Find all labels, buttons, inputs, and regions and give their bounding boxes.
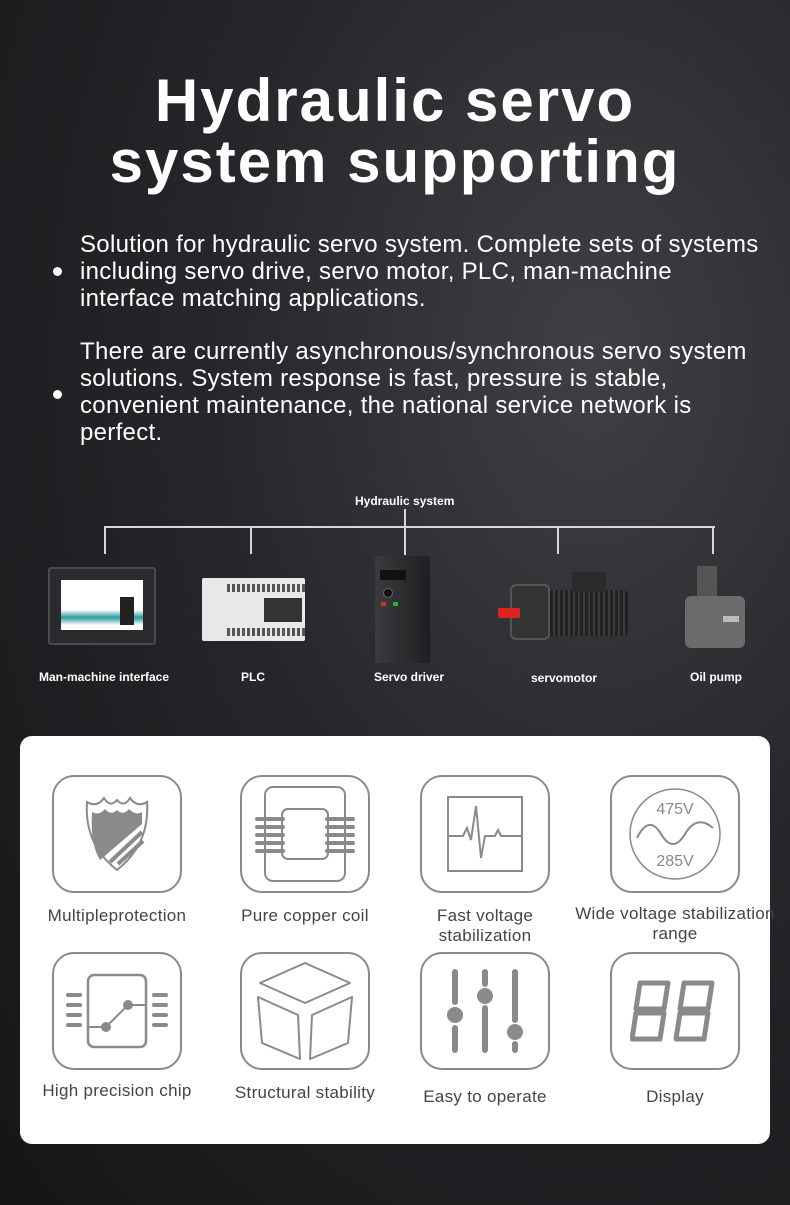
voltage-high: 475V bbox=[656, 801, 694, 818]
tree-line bbox=[557, 526, 559, 554]
product-label-oil-pump: Oil pump bbox=[690, 670, 742, 684]
feature-label: Multipleprotection bbox=[47, 906, 187, 925]
tree-line bbox=[104, 526, 106, 554]
feature-label: Display bbox=[646, 1087, 704, 1106]
feature-label: High precision chip bbox=[42, 1081, 192, 1100]
feature-label: Fast voltage stabilization bbox=[436, 906, 534, 945]
page-title-line2: system supporting bbox=[109, 128, 681, 195]
feature-label: Structural stability bbox=[234, 1083, 376, 1102]
hmi-image bbox=[48, 567, 156, 645]
product-label-servomotor: servomotor bbox=[530, 671, 598, 685]
feature-high-precision-chip bbox=[52, 952, 182, 1070]
chip-icon bbox=[66, 973, 168, 1049]
feature-copper-coil bbox=[240, 775, 370, 893]
product-label-hmi: Man-machine interface bbox=[38, 670, 170, 684]
page-title-line1: Hydraulic servo bbox=[154, 67, 636, 134]
servo-driver-image bbox=[375, 556, 430, 663]
voltage-low: 285V bbox=[656, 853, 694, 870]
product-label-plc: PLC bbox=[241, 670, 265, 684]
bullet-dot bbox=[53, 390, 62, 399]
feature-wide-voltage: 475V 285V bbox=[610, 775, 740, 893]
feature-multipleprotection bbox=[52, 775, 182, 893]
sliders-icon bbox=[447, 969, 523, 1053]
bullet-text-2: There are currently asynchronous/synchro… bbox=[80, 338, 747, 446]
product-label-servo-driver: Servo driver bbox=[373, 670, 445, 684]
tree-line bbox=[104, 526, 715, 528]
seven-segment-display-icon bbox=[630, 980, 715, 1042]
tree-line bbox=[250, 526, 252, 554]
oil-pump-image bbox=[685, 566, 747, 650]
plc-image bbox=[202, 578, 305, 641]
feature-structural-stability bbox=[240, 952, 370, 1070]
feature-label: Wide voltage stabilization range bbox=[575, 904, 775, 943]
tree-root-label: Hydraulic system bbox=[355, 494, 455, 508]
voltage-range-icon: 475V 285V bbox=[629, 788, 721, 880]
bullet-dot bbox=[53, 267, 62, 276]
waveform-icon bbox=[447, 796, 523, 872]
tree-line bbox=[712, 526, 714, 554]
feature-display bbox=[610, 952, 740, 1070]
coil-icon bbox=[255, 786, 355, 882]
shield-icon bbox=[85, 796, 149, 872]
servomotor-image bbox=[498, 572, 630, 644]
tree-line bbox=[404, 509, 406, 555]
feature-easy-to-operate bbox=[420, 952, 550, 1070]
feature-label: Pure copper coil bbox=[241, 906, 369, 925]
cube-icon bbox=[257, 962, 353, 1060]
feature-fast-voltage bbox=[420, 775, 550, 893]
bullet-text-1: Solution for hydraulic servo system. Com… bbox=[80, 231, 759, 312]
feature-label: Easy to operate bbox=[423, 1087, 547, 1106]
